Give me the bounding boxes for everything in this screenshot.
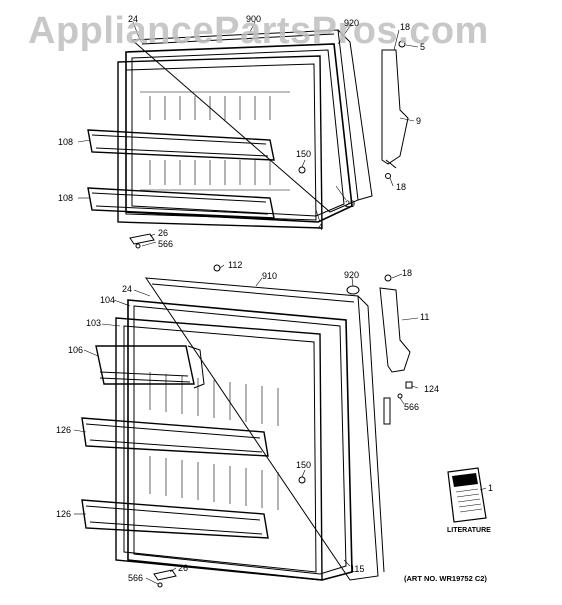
- literature-booklet-icon: [447, 467, 487, 523]
- callout-11: 11: [420, 312, 430, 322]
- fresh-food-door-gasket: [127, 299, 353, 581]
- callout-9: 9: [416, 116, 422, 126]
- callout-103: 103: [86, 318, 102, 328]
- fresh-food-door-shelf-lower: [81, 499, 269, 539]
- callout-24-top: 24: [128, 14, 139, 24]
- callout-910: 910: [262, 271, 278, 281]
- freezer-door-liner: [117, 55, 323, 229]
- callout-900: 900: [246, 14, 262, 24]
- callout-1: 1: [488, 483, 494, 493]
- callout-920-top: 920: [344, 18, 360, 28]
- callout-4: 4: [318, 222, 324, 232]
- callout-24-bottom: 24: [122, 284, 133, 294]
- fresh-food-door-assembly: [73, 264, 487, 588]
- callout-126-lower: 126: [56, 509, 72, 519]
- callout-566-top: 566: [158, 239, 174, 249]
- callout-26-top: 26: [158, 228, 169, 238]
- callout-29: 29: [345, 199, 356, 209]
- callout-104: 104: [100, 295, 116, 305]
- callout-18-top-b: 18: [396, 182, 407, 192]
- callout-566-bottom-b: 566: [128, 573, 144, 583]
- callout-5: 5: [420, 42, 426, 52]
- freezer-door-shelf-upper: [87, 129, 275, 161]
- callout-566-bottom-a: 566: [404, 402, 420, 412]
- watermark-text: AppliancePartsPros.com: [28, 10, 489, 52]
- callout-18-top-a: 18: [400, 22, 411, 32]
- callout-920-bottom: 920: [344, 270, 360, 280]
- fresh-food-door-shelf-upper: [81, 417, 269, 457]
- literature-label: LITERATURE: [447, 527, 491, 534]
- dairy-compartment-door: [95, 345, 195, 385]
- art-number-note: (ART NO. WR19752 C2): [404, 574, 487, 583]
- freezer-hinge-bar: [381, 49, 409, 165]
- freezer-outer-door-panel: [130, 29, 359, 213]
- callout-126-upper: 126: [56, 425, 72, 435]
- callout-106: 106: [68, 345, 84, 355]
- callout-108-upper: 108: [58, 137, 74, 147]
- freezer-door-assembly: [77, 21, 419, 249]
- freezer-door-shelf-lower: [87, 187, 275, 219]
- callout-108-lower: 108: [58, 193, 74, 203]
- callout-124: 124: [424, 384, 440, 394]
- fresh-food-door-liner: [115, 317, 323, 581]
- callout-18-bottom: 18: [402, 268, 413, 278]
- callout-115: 115: [350, 564, 365, 574]
- callout-150-top: 150: [296, 149, 312, 159]
- callout-112: 112: [228, 260, 243, 270]
- fresh-food-outer-door-panel: [145, 277, 379, 581]
- fresh-food-hinge-bar: [379, 287, 411, 373]
- callout-26-bottom: 26: [178, 563, 189, 573]
- callout-150-bottom: 150: [296, 460, 312, 470]
